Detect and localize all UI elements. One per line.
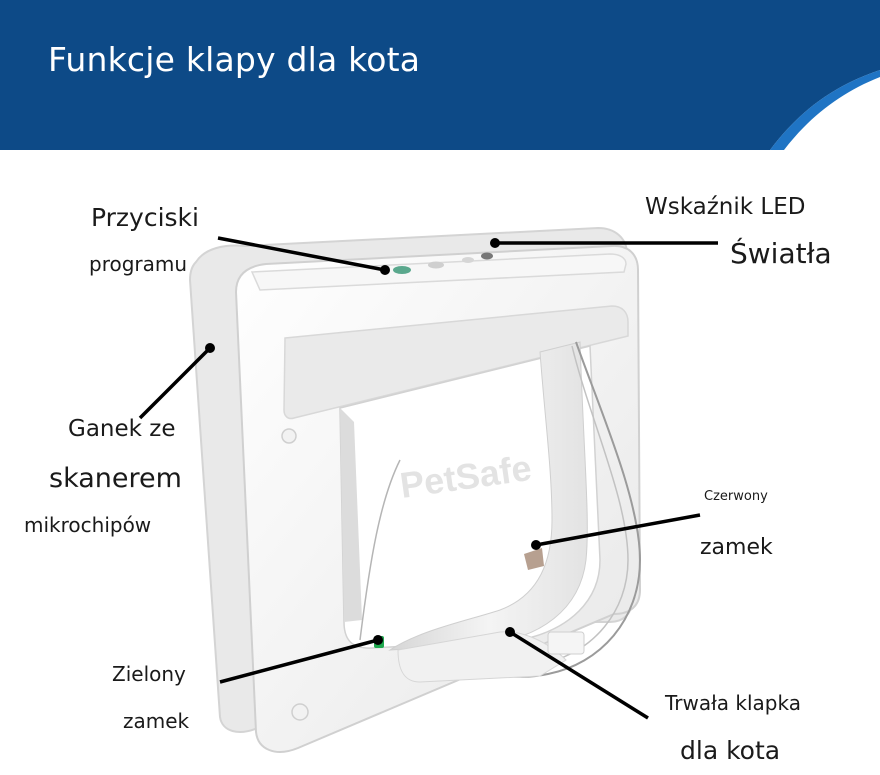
screw-bottom-left (291, 703, 309, 721)
label-program-buttons-line2: programu (89, 252, 188, 276)
flap-hinge-curve (359, 459, 401, 641)
label-scanner-line2: skanerem (49, 463, 182, 494)
led-light (481, 252, 493, 260)
label-red-lock-line1: Czerwony (704, 489, 768, 504)
label-green-lock-line1: Zielony (112, 662, 186, 686)
page-title: Funkcje klapy dla kota (48, 40, 421, 79)
header-banner: Funkcje klapy dla kota (0, 0, 880, 150)
label-led-line1: Wskaźnik LED (645, 194, 806, 220)
label-green-lock-line2: zamek (123, 709, 190, 733)
top-button-bar (250, 253, 627, 291)
label-scanner-line3: mikrochipów (24, 513, 152, 537)
label-led-line2: Światła (730, 237, 832, 270)
green-lock-indicator (374, 636, 384, 648)
inner-top-panel (283, 305, 629, 420)
red-lock-indicator (524, 548, 544, 570)
program-button-grey-2 (462, 257, 474, 263)
program-button-green (393, 266, 411, 274)
label-flap-line2: dla kota (680, 736, 781, 765)
tunnel-left-wall (340, 408, 362, 622)
screw-top-left (281, 428, 297, 444)
flap-tab (547, 631, 585, 655)
label-red-lock-line2: zamek (700, 535, 773, 560)
label-flap-line1: Trwała klapka (665, 691, 801, 715)
label-scanner-line1: Ganek ze (68, 416, 176, 442)
label-program-buttons-line1: Przyciski (91, 203, 199, 232)
banner-shape (0, 0, 880, 150)
program-button-grey-1 (428, 261, 444, 269)
